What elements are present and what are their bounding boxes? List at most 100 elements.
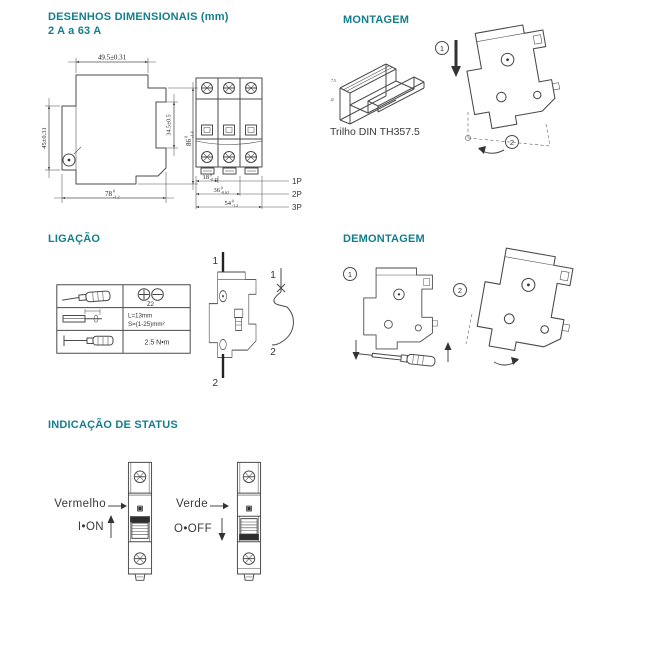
symbol-in-label: 1: [270, 270, 276, 281]
dim-height-value: 86: [185, 139, 193, 147]
section-title-demontagem: DEMONTAGEM: [343, 233, 425, 245]
breaker-schematic-symbol: 1 2: [270, 268, 294, 358]
bottom-terminal-screws: [201, 151, 257, 163]
dim-left-height: 45±0.31: [41, 98, 60, 178]
dim-bottom-tol-sub: -1.2: [113, 195, 120, 200]
dim-left-height-value: 45±0.31: [41, 127, 48, 148]
terminal-in-label: 1: [212, 256, 218, 267]
section-title-montagem: MONTAGEM: [343, 14, 410, 26]
status-on-state-label: I•ON: [77, 521, 104, 533]
bottom-tabs: [200, 167, 259, 175]
clip-down-arrow-icon: [352, 340, 360, 360]
pole-label-2p: 2P: [292, 190, 302, 199]
pole-label-3p: 3P: [292, 203, 302, 212]
breaker-front-outline: [195, 77, 263, 168]
dismount-step1-drawing: 1: [343, 267, 452, 367]
wire-section-value: S=(1-25)mm²: [128, 321, 165, 328]
rail-guide-line: [465, 313, 473, 345]
dim-notch-value: 34.5±0.5: [167, 114, 173, 135]
bottom-screw: [133, 552, 147, 565]
toggle-up-arrow-icon: [107, 515, 115, 538]
pointer-arrow-on-icon: [108, 502, 127, 510]
svg-text:1: 1: [348, 270, 352, 279]
status-off-state-label: O•OFF: [174, 523, 212, 535]
rail-width-dim: 35: [330, 97, 335, 102]
rotate-in-arrow-icon: [478, 146, 505, 154]
strip-length-value: L=13mm: [128, 313, 152, 320]
stripped-wire-icon: [62, 309, 102, 323]
dim-total-height: 86 0 -1.4: [138, 82, 198, 190]
svg-text:2: 2: [458, 286, 462, 295]
din-clip-detail: [62, 146, 82, 167]
mounting-steps-drawing: 1 2: [435, 24, 560, 154]
dismount-step2-drawing: 2: [453, 247, 574, 366]
section-title-dimensional: DESENHOS DIMENSIONAIS (mm): [48, 11, 229, 23]
toggle-windows: [201, 124, 257, 136]
breaker-being-mounted: [466, 24, 560, 130]
dim-top-width: 49.5±0.31: [68, 54, 156, 73]
section-title-ligacao: LIGAÇÃO: [48, 233, 101, 245]
symbol-out-label: 2: [270, 347, 276, 358]
toggle-on-position[interactable]: [128, 515, 152, 543]
section-title-status: INDICAÇÃO DE STATUS: [48, 419, 178, 431]
red-indicator-window: [137, 505, 143, 512]
step-2-badge: 2: [505, 135, 519, 149]
step-1-badge: 1: [435, 41, 449, 55]
status-on-color-label: Vermelho: [54, 498, 106, 510]
push-down-arrow-icon: [451, 40, 461, 77]
breaker-on-rail: [363, 267, 438, 350]
dim-1p-value: 18: [203, 174, 210, 181]
din-rail-isometric: [339, 63, 425, 125]
dim-bottom-value: 78: [105, 190, 113, 198]
torque-screwdriver-icon: [63, 335, 114, 346]
breaker-side-outline: [61, 74, 167, 185]
dim-bottom-tol-sup: 0: [113, 189, 115, 194]
toggle-down-arrow-icon: [218, 518, 226, 541]
pointer-arrow-off-icon: [210, 502, 229, 510]
pole-width-dims: 18 0 -0.43 36 0 -0.62 54 0 -1.2 1P 2P 3P: [195, 173, 302, 212]
dim-1p-sub: -0.43: [210, 177, 218, 182]
svg-text:1: 1: [440, 44, 444, 53]
dim-notch-height: 34.5±0.5: [158, 94, 178, 156]
breaker-front-on: [127, 461, 153, 581]
din-rail-label: Trilho DIN TH357.5: [330, 126, 420, 138]
bottom-tab: [243, 573, 255, 581]
screwdriver-pull-clip: [354, 352, 436, 367]
screw-head-types-icon: [137, 288, 164, 301]
dim-2p-sup: 0: [221, 186, 223, 191]
connection-diagram: 1 2 1 2: [208, 252, 294, 389]
top-screw: [242, 470, 256, 484]
svg-text:2: 2: [510, 138, 514, 147]
subtitle-current-range: 2 A a 63 A: [48, 25, 102, 37]
step-1-badge: 1: [343, 267, 357, 281]
top-terminal-screws: [201, 82, 257, 94]
breaker-being-removed: [476, 247, 574, 352]
pole-label-1p: 1P: [292, 177, 302, 186]
dim-top-width-value: 49.5±0.31: [98, 54, 127, 62]
bottom-screw: [242, 552, 256, 565]
dim-3p-sup: 0: [232, 199, 234, 204]
rotate-out-arrow-icon: [493, 357, 519, 366]
dim-height-tol-sub: -1.4: [190, 130, 195, 138]
dim-bottom-width: 78 0 -1.2: [54, 172, 174, 203]
dim-3p-value: 54: [225, 200, 232, 207]
top-screw: [133, 470, 147, 484]
breaker-side-connected: [208, 271, 257, 359]
rail-depth-dim: 7.5: [331, 79, 336, 83]
front-view-dimensional-drawing: 18 0 -0.43 36 0 -0.62 54 0 -1.2 1P 2P 3P: [195, 77, 302, 212]
bottom-tab: [134, 573, 146, 581]
din-rail-drawing: 7.5 35: [330, 63, 425, 125]
dim-height-tol-sup: 0: [184, 136, 189, 138]
toggle-off-position[interactable]: [237, 515, 261, 543]
dim-3p-sub: -1.2: [232, 203, 238, 208]
side-view-dimensional-drawing: 49.5±0.31 45±0.31 34.5±0.5 86 0: [41, 54, 198, 203]
breaker-front-off: [236, 461, 262, 581]
screwdriver-icon: [62, 290, 111, 303]
status-off-color-label: Verde: [175, 498, 208, 510]
connection-spec-table: Z2 L=13mm S=(1-25)mm² 2.5 N•m: [56, 284, 191, 354]
step-2-badge: 2: [453, 283, 467, 297]
terminal-out-label: 2: [212, 378, 218, 389]
torque-value: 2.5 N•m: [144, 340, 169, 347]
dim-2p-value: 36: [214, 187, 221, 194]
